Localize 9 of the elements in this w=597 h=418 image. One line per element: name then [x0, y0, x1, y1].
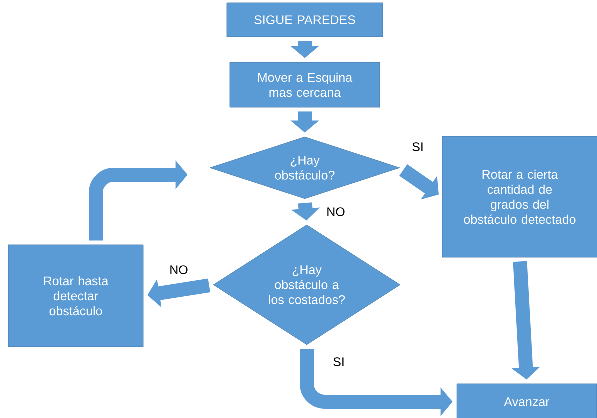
edge-label: SI [334, 358, 344, 366]
edge-label: NO [328, 208, 345, 216]
process-box: Rotar hasta detectar obstáculo [8, 244, 144, 348]
edge-label: NO [170, 266, 188, 274]
process-box: SIGUE PAREDES [226, 2, 384, 38]
process-box: Rotar a cierta cantidad de grados del obstáculo detectado [442, 136, 597, 258]
process-box: Avanzar [456, 384, 597, 418]
edge-label: SI [412, 142, 423, 152]
process-box: Mover a Esquina mas cercana [230, 62, 380, 108]
